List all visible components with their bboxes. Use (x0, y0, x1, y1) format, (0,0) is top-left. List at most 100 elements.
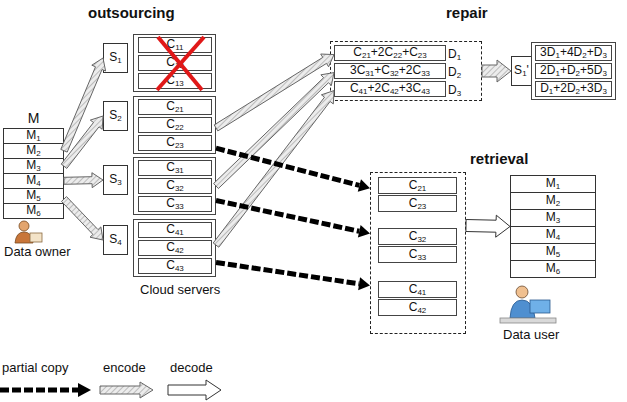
table-row: M6 (510, 260, 596, 278)
repair-group: C21+2C22+C23D13C31+C32+2C33D2C41+2C42+3C… (330, 41, 482, 101)
owner-desk (30, 233, 42, 242)
arrow-body (62, 197, 104, 240)
node-text: M4 (546, 228, 560, 242)
node-text: M1 (26, 129, 40, 143)
table-row: M1 (510, 175, 596, 193)
node-text: C32 (409, 230, 427, 244)
server-label-box: S4 (103, 225, 128, 255)
subscript: 1 (555, 51, 559, 60)
arrow-body (61, 116, 103, 168)
user-screen (530, 300, 550, 313)
server-label-box: S3 (103, 165, 128, 195)
subscript: 42 (175, 246, 184, 255)
subscript: 1 (549, 87, 553, 96)
node-text: C23 (409, 197, 427, 211)
node-text: C41 (409, 283, 427, 297)
table-row: M5 (3, 188, 64, 204)
server-box: C11C12C13 (133, 34, 216, 92)
section-title: retrieval (470, 150, 528, 167)
subscript: 1 (556, 182, 560, 191)
subscript: 6 (36, 209, 40, 218)
subscript: 42 (417, 306, 426, 315)
retrieval-group: C21C23C32C33C41C42 (370, 172, 466, 334)
subscript: 2 (576, 69, 580, 78)
subscript: 1 (522, 69, 526, 78)
node-text: M5 (26, 189, 40, 203)
caption-label: Cloud servers (140, 282, 220, 297)
block-cell: C33 (378, 246, 457, 263)
partial-copy-arrow (216, 148, 370, 192)
node-text: D2 (448, 66, 461, 80)
subscript: 3 (602, 69, 606, 78)
subscript: 3 (556, 216, 560, 225)
subscript: 1 (457, 53, 461, 62)
subscript: 2 (582, 51, 586, 60)
arrow-body (214, 73, 334, 189)
table-row: M1 (3, 128, 64, 144)
node-text: M (4, 111, 63, 125)
subscript: 33 (175, 202, 184, 211)
subscript: 13 (175, 79, 184, 88)
encode-arrow (64, 173, 103, 188)
coded-block: C41+2C42+3C43D3 (334, 81, 446, 97)
data-table: M1M2M3M4M5M6 (510, 175, 596, 278)
server-box: C21C22C23 (133, 96, 216, 154)
node-text: C13 (166, 74, 184, 88)
server-box: 3D1+4D2+D32D1+D2+5D3D1+2D2+3D3 (531, 42, 616, 100)
encode-arrow (214, 54, 334, 131)
node-text: M5 (546, 245, 560, 259)
owner-icon (15, 221, 42, 243)
legend-text: decode (170, 360, 213, 375)
table-row: M4 (3, 173, 64, 189)
table-row: M2 (3, 143, 64, 159)
subscript: 43 (421, 87, 430, 96)
node-text: C43 (166, 259, 184, 273)
coded-block: 3C31+C32+2C33D2 (334, 63, 446, 79)
node-text: C23 (166, 136, 184, 150)
block-cell: C43 (138, 258, 212, 274)
subscript: 32 (175, 184, 184, 193)
subscript: 41 (359, 87, 368, 96)
arrow-shaft (216, 263, 359, 284)
node-text: 2D1+D2+5D3 (540, 64, 607, 78)
encode-arrow (213, 91, 334, 248)
user-icon (500, 286, 556, 323)
node-text: C33 (166, 197, 184, 211)
table-row: M2 (510, 192, 596, 210)
server-box: C41C42C43 (133, 219, 216, 277)
table-row: M3 (3, 158, 64, 174)
subscript: 4 (36, 179, 40, 188)
node-text: D1+2D2+3D3 (540, 82, 607, 96)
block-cell: C11 (138, 37, 212, 53)
arrow-body (466, 215, 510, 237)
node-text: M2 (26, 144, 40, 158)
subscript: 2 (556, 199, 560, 208)
subscript: 21 (417, 184, 426, 193)
block-cell: C32 (378, 228, 457, 245)
table-row: M5 (510, 243, 596, 261)
block-cell: C23 (138, 135, 212, 151)
arrow-body (214, 54, 334, 131)
subscript: 33 (421, 69, 430, 78)
subscript: 3 (117, 178, 121, 187)
node-text: S1' (514, 64, 529, 78)
subscript: 4 (117, 238, 121, 247)
subscript: 23 (418, 51, 427, 60)
arrow-body (482, 60, 511, 82)
block-cell: C41 (138, 222, 212, 238)
block-cell: C31 (138, 160, 212, 176)
subscript: 41 (417, 288, 426, 297)
subscript: 43 (175, 264, 184, 273)
subscript: 3 (36, 164, 40, 173)
block-cell: C21 (378, 177, 457, 194)
subscript: 31 (365, 69, 374, 78)
subscript: 12 (175, 61, 184, 70)
partial-copy-arrow (216, 263, 370, 291)
node-text: M3 (546, 211, 560, 225)
node-text: S4 (109, 233, 121, 247)
coded-block: 2D1+D2+5D3 (535, 63, 612, 79)
legend-text: encode (103, 360, 146, 375)
failure-cross (157, 37, 204, 90)
subscript: 2 (117, 114, 121, 123)
subscript: 1 (36, 134, 40, 143)
